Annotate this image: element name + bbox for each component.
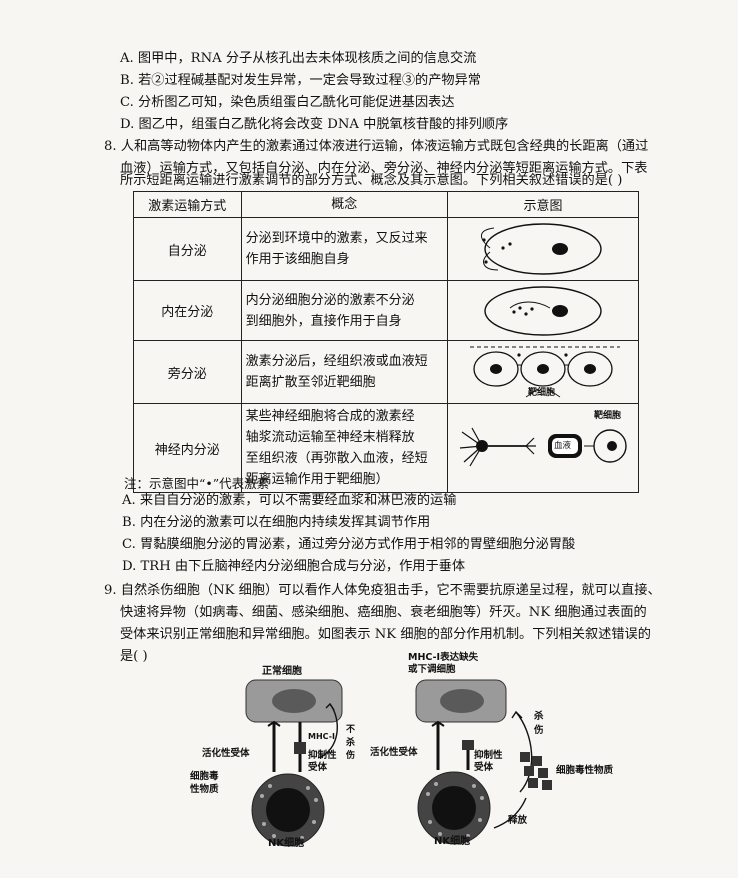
release-label: 释放: [508, 815, 528, 826]
concept-autocrine: 分泌到环境中的激素，又反过来 作用于该细胞自身: [240, 217, 448, 281]
mode-neuroendocrine: 神经内分泌: [133, 403, 242, 493]
target-cell-label: 靶细胞: [527, 388, 555, 398]
mode-intracrine: 内在分泌: [133, 280, 242, 341]
kill-label: 杀 伤: [534, 711, 544, 736]
q9-stem-line-1: 9. 自然杀伤细胞（NK 细胞）可以看作人体免疫狙击手，它不需要抗原递呈过程，就…: [104, 583, 661, 598]
prev-option-c: C. 分析图乙可知，染色质组蛋白乙酰化可能促进基因表达: [120, 95, 455, 110]
nk-cell-label-left: NK细胞: [268, 838, 305, 849]
diagram-paracrine: 靶细胞: [446, 340, 640, 404]
q8-option-a: A. 来自自分泌的激素，可以不需要经血浆和淋巴液的运输: [122, 493, 457, 508]
prev-option-b: B. 若②过程碱基配对发生异常，一定会导致过程③的产物异常: [120, 73, 481, 88]
q8-note: 注：示意图中“•”代表激素: [124, 476, 270, 491]
nk-figure-left: 正常细胞 MHC-Ⅰ 不 杀 伤 活化性受体 抑制性 受体 细胞毒 性物质 NK…: [190, 660, 400, 850]
table-row-paracrine: 旁分泌 激素分泌后，经组织液或血液短 距离扩散至邻近靶细胞 靶细胞: [133, 340, 640, 404]
diagram-autocrine: [446, 217, 640, 281]
target-cell-label-2: 靶细胞: [593, 411, 621, 421]
header-concept: 概念: [240, 191, 448, 218]
q8-option-c: C. 胃黏膜细胞分泌的胃泌素，通过旁分泌方式作用于相邻的胃壁细胞分泌胃酸: [122, 537, 576, 552]
activating-receptor-label: 活化性受体: [202, 748, 250, 759]
concept-intracrine: 内分泌细胞分泌的激素不分泌 到细胞外，直接作用于自身: [240, 280, 448, 341]
table-row-intracrine: 内在分泌 内分泌细胞分泌的激素不分泌 到细胞外，直接作用于自身: [133, 280, 640, 341]
mhc-missing-label: MHC-Ⅰ表达缺失 或下调细胞: [408, 652, 479, 675]
activating-receptor-label-right: 活化性受体: [370, 747, 418, 758]
q9-stem-line-3: 受体来识别正常细胞和异常细胞。如图表示 NK 细胞的部分作用机制。下列相关叙述错…: [120, 627, 651, 642]
table-row-autocrine: 自分泌 分泌到环境中的激素，又反过来 作用于该细胞自身: [133, 217, 640, 281]
toxin-label-left: 细胞毒 性物质: [190, 771, 219, 795]
diagram-neuroendocrine: 血液 靶细胞: [446, 403, 640, 493]
q9-stem-line-2: 快速将异物（如病毒、细菌、感染细胞、癌细胞、衰老细胞等）歼灭。NK 细胞通过表面…: [120, 605, 647, 620]
hormone-transport-table: 激素运输方式 概念 示意图 自分泌 分泌到环境中的激素，又反过来 作用于该细胞自…: [133, 191, 640, 493]
no-kill-label: 不 杀 伤: [346, 725, 356, 761]
header-diagram: 示意图: [446, 191, 640, 218]
blood-label: 血液: [553, 441, 571, 451]
mhc-label: MHC-Ⅰ: [308, 732, 336, 741]
q9-stem-line-4: 是( ): [120, 649, 148, 664]
inhibitory-receptor-label-right: 抑制性 受体: [474, 750, 503, 773]
diagram-intracrine: [446, 280, 640, 341]
table-header-row: 激素运输方式 概念 示意图: [133, 191, 640, 218]
normal-cell-label: 正常细胞: [262, 666, 302, 677]
q8-option-d: D. TRH 由下丘脑神经内分泌细胞合成与分泌，作用于垂体: [122, 559, 466, 574]
q8-stem-line-3: 所示短距离运输进行激素调节的部分方式、概念及其示意图。下列相关叙述错误的是( ): [120, 173, 623, 188]
mode-autocrine: 自分泌: [133, 217, 242, 281]
mode-paracrine: 旁分泌: [133, 340, 242, 404]
q8-option-b: B. 内在分泌的激素可以在细胞内持续发挥其调节作用: [122, 515, 431, 530]
nk-figure-right: MHC-Ⅰ表达缺失 或下调细胞 杀 伤 活化性受体 抑制性 受体 细胞毒性物质 …: [370, 652, 660, 848]
concept-paracrine: 激素分泌后，经组织液或血液短 距离扩散至邻近靶细胞: [240, 340, 448, 404]
header-mode: 激素运输方式: [133, 191, 242, 218]
inhibitory-receptor-label: 抑制性 受体: [308, 750, 337, 773]
q8-stem-line-1: 8. 人和高等动物体内产生的激素通过体液进行运输，体液运输方式既包含经典的长距离…: [104, 139, 649, 154]
toxin-label-right: 细胞毒性物质: [556, 765, 614, 776]
prev-option-d: D. 图乙中，组蛋白乙酰化将会改变 DNA 中脱氧核苷酸的排列顺序: [120, 117, 509, 132]
concept-neuroendocrine: 某些神经细胞将合成的激素经 轴浆流动运输至神经末梢释放 至组织液（再弥散入血液，…: [240, 403, 448, 493]
prev-option-a: A. 图甲中，RNA 分子从核孔出去未体现核质之间的信息交流: [120, 51, 477, 66]
q8-stem-line-2: 血液）运输方式，又包括自分泌、内在分泌、旁分泌、神经内分泌等短距离运输方式。下表: [120, 161, 648, 176]
table-row-neuroendocrine: 神经内分泌 某些神经细胞将合成的激素经 轴浆流动运输至神经末梢释放 至组织液（再…: [133, 403, 640, 493]
nk-cell-label-right: NK细胞: [434, 836, 471, 847]
